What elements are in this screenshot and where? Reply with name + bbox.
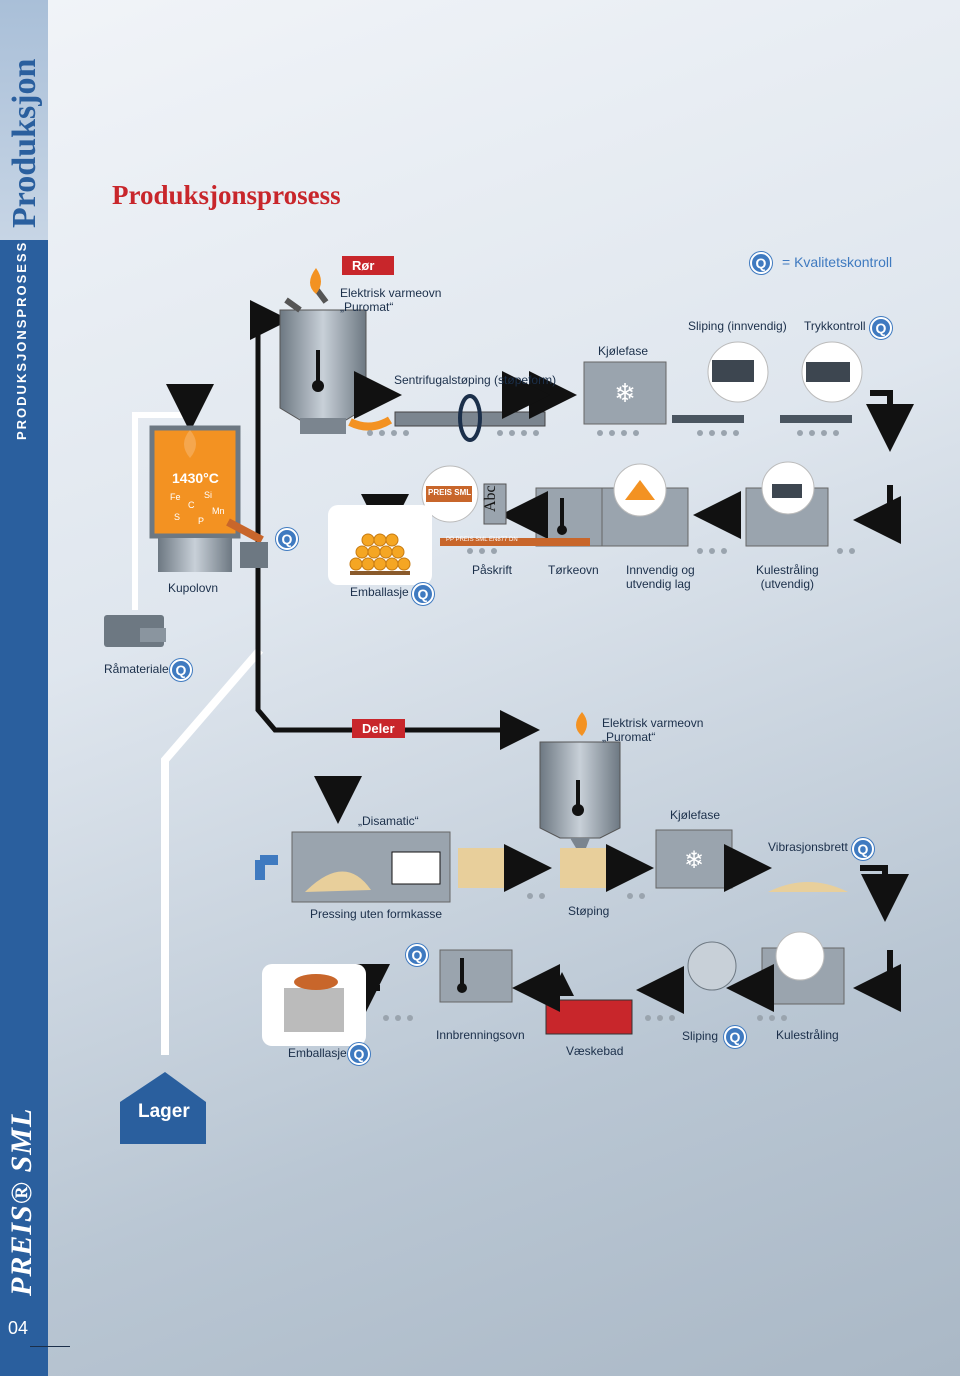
mold-box-2 (560, 848, 610, 888)
dip-bath-icon (546, 978, 633, 1035)
parts-roller-row-2 (383, 1015, 787, 1021)
disamatic-label: „Disamatic“ (358, 814, 419, 828)
mold-box-1 (458, 848, 508, 888)
cupola-icon (149, 425, 268, 572)
page-number-underline (30, 1346, 70, 1347)
storage-flow-line (161, 647, 264, 1055)
element-mn: Mn (212, 506, 225, 516)
raw-material-label: Råmateriale (104, 662, 169, 676)
legend-q-icon: Q (750, 252, 772, 274)
storage-label: Lager (138, 1101, 190, 1122)
pressure-test-q-icon: Q (870, 317, 892, 339)
label-sample-text: Abc (482, 485, 499, 512)
pressing-label: Pressing uten formkasse (310, 907, 443, 921)
coating-box (599, 463, 689, 547)
raw-material-q-icon: Q (170, 659, 192, 681)
sidebar-top (0, 0, 48, 240)
parts-furnace-icon (539, 712, 621, 858)
pipe-roller-row-1 (367, 430, 839, 436)
dip-bath-label: Væskebad (566, 1044, 624, 1058)
burn-in-label: Innbrenningsovn (436, 1028, 525, 1042)
parts-casting-label: Støping (568, 904, 610, 918)
svg-text:❄: ❄ (614, 378, 636, 408)
parts-shot-blast-box (761, 931, 845, 1005)
parts-cooling-label: Kjølefase (670, 808, 721, 822)
drying-oven-box (535, 487, 603, 547)
parts-cooling-box: ❄ (655, 829, 733, 889)
pipe-roller-row-2 (467, 548, 855, 554)
pipe-cooling-box: ❄ (583, 361, 667, 425)
label-stamp (483, 483, 507, 525)
pipe-packaging-q-icon: Q (412, 583, 434, 605)
parts-section-tag: Deler (352, 719, 405, 738)
drying-label: Tørkeovn (548, 563, 599, 577)
pipe-packaging-label: Emballasje (350, 585, 409, 599)
element-p: P (198, 516, 205, 526)
parts-shot-blast-label: Kulestråling (776, 1028, 839, 1042)
labeling-label: Påskrift (472, 563, 513, 577)
parts-furnace-label: Elektrisk varmeovn „Puromat“ (602, 716, 704, 744)
parts-roller-row-1 (527, 893, 645, 899)
coating-label: Innvendig og utvendig lag (626, 563, 695, 591)
pipe-furnace-label: Elektrisk varmeovn „Puromat“ (340, 286, 442, 314)
pipe-furnace-icon (279, 268, 367, 434)
parts-route-line (255, 585, 540, 750)
element-si: Si (204, 490, 213, 500)
vibration-label: Vibrasjonsbrett (768, 840, 848, 854)
cupola-label: Kupolovn (168, 581, 219, 595)
legend-text: = Kvalitetskontroll (782, 254, 893, 270)
parts-packaging-label: Emballasje (288, 1046, 347, 1060)
cupola-q-icon: Q (276, 528, 298, 550)
shot-blast-box (745, 461, 829, 547)
raw-material-icon (104, 615, 166, 647)
parts-grinding-q-icon: Q (724, 1026, 746, 1048)
sidebar: Produksjon PRODUKSJONSPROSESS PREIS® SML… (0, 0, 70, 1376)
burn-in-q-icon: Q (406, 944, 428, 966)
pipe-packaging-icon (328, 505, 432, 585)
pipe-print-small-text: PP PREIS SML EN877 DN (446, 537, 518, 543)
svg-text:❄: ❄ (684, 847, 704, 874)
vibration-tray (768, 882, 848, 892)
parts-grinding-label: Sliping (682, 1029, 719, 1043)
cupola-temperature: 1430°C (172, 470, 219, 486)
grinding-disc-icon (687, 941, 737, 991)
page-number: 04 (8, 1318, 29, 1338)
parts-packaging-q-icon: Q (348, 1043, 370, 1065)
cupola-elements: Fe C Si S P Mn (160, 490, 230, 530)
vibration-q-icon: Q (852, 838, 874, 860)
element-s: S (174, 512, 181, 522)
grinding-label: Sliping (innvendig) (688, 319, 787, 333)
pipe-print-text: PREIS SML (428, 488, 472, 497)
element-c: C (188, 500, 195, 510)
parts-packaging-icon (262, 964, 366, 1046)
pipe-route-line (250, 300, 290, 585)
element-fe: Fe (170, 492, 181, 502)
storage-house-icon (120, 1072, 206, 1144)
pressure-test-label: Trykkontroll (804, 319, 866, 333)
burn-in-oven-box (439, 949, 513, 1003)
disamatic-press (255, 776, 451, 903)
pipe-section-tag: Rør (342, 256, 394, 275)
shot-blast-label: Kulestråling (utvendig) (756, 563, 819, 591)
page-title: Produksjonsprosess (112, 180, 341, 210)
pipe-cooling-label: Kjølefase (598, 344, 649, 358)
casting-label: Sentrifugalstøping (støpeform) (394, 373, 557, 387)
